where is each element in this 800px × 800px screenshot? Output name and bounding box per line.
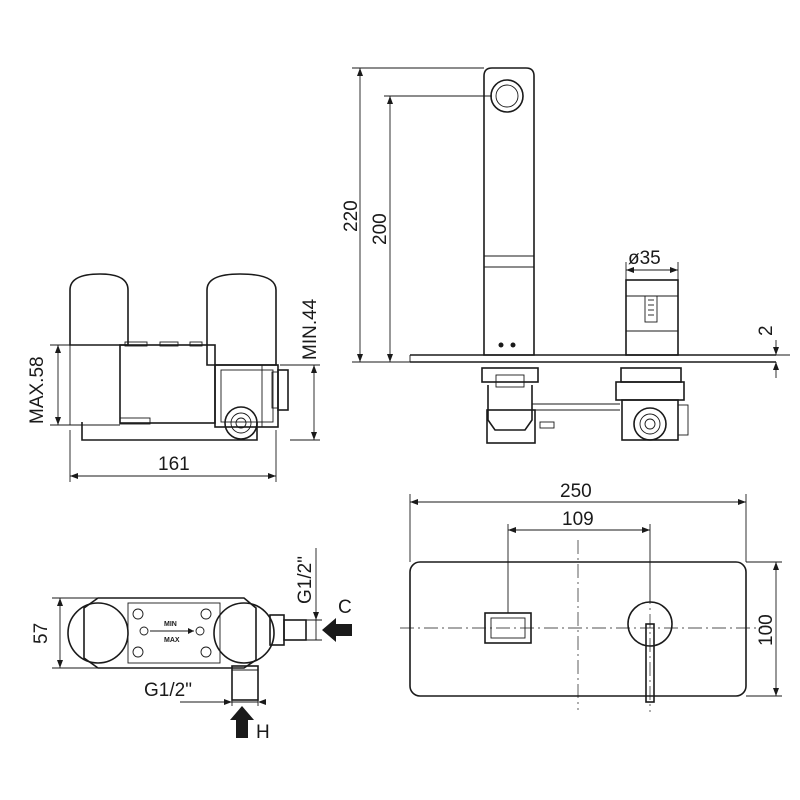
side-view: MAX.58 MIN.44 161 xyxy=(27,273,321,482)
hot-inlet-arrow xyxy=(230,706,254,738)
min-marking: MIN xyxy=(164,621,177,628)
spout-total-height-label: 220 xyxy=(341,200,362,232)
hot-thread-label: G1/2" xyxy=(144,680,192,701)
body-depth-label: 57 xyxy=(31,623,52,644)
front-elevation: 220 200 ø35 2 xyxy=(341,67,790,444)
side-max-height-label: MAX.58 xyxy=(27,356,48,424)
plate-height-label: 100 xyxy=(756,614,777,646)
max-marking: MAX xyxy=(164,637,180,644)
spacing-label: 109 xyxy=(562,509,594,530)
plate-front-view: 250 109 100 xyxy=(400,481,782,712)
knob-diameter-label: ø35 xyxy=(628,248,661,269)
cold-inlet-label: C xyxy=(338,597,352,618)
hot-inlet-label: H xyxy=(256,722,270,743)
spout-outlet-height-label: 200 xyxy=(370,213,391,245)
side-min-depth-label: MIN.44 xyxy=(300,298,321,360)
plate-thickness-label: 2 xyxy=(756,325,777,336)
cold-inlet-arrow xyxy=(322,618,352,642)
plate-width-label: 250 xyxy=(560,481,592,502)
plan-view: MIN MAX 57 G1/2" C G1/2" H xyxy=(31,548,352,743)
cold-thread-label: G1/2" xyxy=(295,556,316,604)
side-width-label: 161 xyxy=(158,454,190,475)
